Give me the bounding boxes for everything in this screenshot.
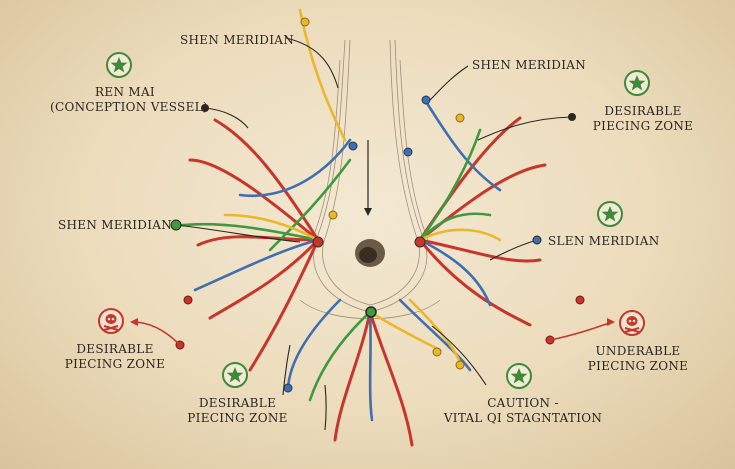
label-underable-right-line2: PIECING ZONE [587,359,689,373]
blue-meridians [193,98,502,422]
label-desirable-left: DESIRABLE PIECING ZONE [60,342,170,372]
star-icon [106,52,132,78]
star-icon [222,362,248,388]
navel [355,239,385,267]
label-desirable-bottom-line2: PIECING ZONE [187,411,288,425]
label-desirable-bottom-line1: DESIRABLE [198,396,277,410]
label-caution-line1: CAUTION - [487,396,559,410]
skull-crossbones-icon [98,308,124,334]
label-shen-meridian-mid-left: SHEN MERIDIAN [58,218,173,232]
label-shen-meridian-top-left: SHEN MERIDIAN [180,33,295,47]
label-desirable-left-line2: PIECING ZONE [64,357,166,371]
label-desirable-bottom: DESIRABLE PIECING ZONE [180,396,295,426]
leader-lines [175,37,573,431]
label-desirable-top-right-line2: PIECING ZONE [592,119,694,133]
label-caution: CAUTION - VITAL QI STAGNTATION [438,396,608,426]
label-underable-right: UNDERABLE PIECING ZONE [578,344,698,374]
label-caution-line2: VITAL QI STAGNTATION [443,411,603,425]
label-desirable-left-line1: DESIRABLE [76,342,154,356]
star-icon [506,363,532,389]
star-icon [597,201,623,227]
warning-arrows [132,321,613,346]
star-icon [624,70,650,96]
junction-points [175,17,585,393]
label-ren-mai-line1: REN MAI [95,85,155,99]
yellow-meridians [223,8,502,364]
skull-crossbones-icon [619,310,645,336]
label-desirable-top-right: DESIRABLE PIECING ZONE [588,104,698,134]
label-slen-meridian-mid-right: SLEN MERIDIAN [548,234,660,248]
label-underable-right-line1: UNDERABLE [595,344,681,358]
label-shen-meridian-top-right: SHEN MERIDIAN [472,58,587,72]
green-meridians [173,128,492,402]
label-desirable-top-right-line1: DESIRABLE [604,104,682,118]
label-ren-mai-line2: (CONCEPTION VESSEL) [50,100,208,114]
label-ren-mai: REN MAI (CONCEPTION VESSEL) [50,85,208,115]
